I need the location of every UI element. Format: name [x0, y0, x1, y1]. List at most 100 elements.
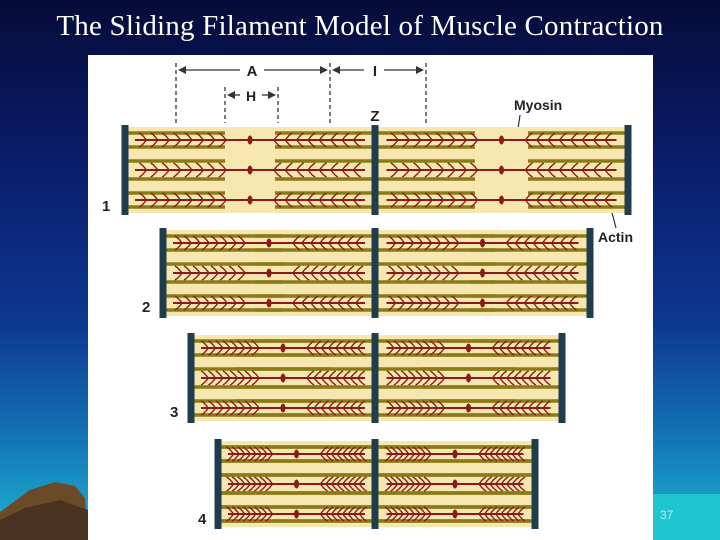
myosin-head — [581, 162, 590, 178]
myosin-head — [173, 132, 182, 148]
myosin-head — [335, 400, 344, 416]
myosin-head — [408, 340, 417, 356]
myosin-head — [397, 265, 406, 281]
myosin-head — [222, 400, 231, 416]
myosin-head — [353, 476, 362, 492]
m-line-mark — [280, 343, 286, 353]
myosin-head — [505, 295, 514, 311]
m-line-mark — [480, 238, 485, 248]
myosin-head — [251, 400, 260, 416]
myosin-head — [242, 506, 251, 522]
m-line-mark — [294, 509, 299, 519]
myosin-head — [139, 162, 147, 178]
h-zone-label: H — [246, 88, 256, 104]
myosin-head — [237, 265, 246, 281]
myosin-head — [500, 506, 509, 522]
myosin-head — [150, 192, 159, 208]
myosin-head — [483, 446, 492, 462]
myosin-head — [408, 370, 417, 386]
myosin-head — [319, 506, 328, 522]
myosin-head — [415, 340, 424, 356]
myosin-head — [337, 295, 346, 311]
myosin-head — [535, 370, 544, 386]
myosin-head — [346, 235, 355, 251]
myosin-head — [320, 340, 329, 356]
myosin-head — [447, 162, 456, 178]
myosin-head — [173, 162, 182, 178]
myosin-head — [413, 162, 422, 178]
myosin-head — [451, 265, 460, 281]
myosin-head — [395, 506, 404, 522]
myosin-head — [242, 446, 251, 462]
myosin-head — [524, 132, 533, 148]
myosin-head — [470, 162, 479, 178]
myosin-head — [523, 235, 532, 251]
myosin-head — [215, 340, 224, 356]
myosin-head — [307, 162, 316, 178]
myosin-head — [390, 132, 399, 148]
myosin-head — [195, 162, 204, 178]
myosin-head — [150, 132, 159, 148]
myosin-head — [226, 476, 235, 492]
myosin-head — [406, 476, 415, 492]
myosin-head — [388, 265, 397, 281]
myosin-head — [248, 476, 257, 492]
myosin-head — [442, 295, 451, 311]
myosin-head — [506, 340, 515, 356]
myosin-head — [301, 295, 310, 311]
myosin-head — [210, 235, 219, 251]
m-line-mark — [499, 135, 504, 145]
myosin-head — [536, 162, 545, 178]
myosin-head — [331, 446, 339, 462]
myosin-head — [353, 192, 361, 208]
myosin-head — [436, 162, 444, 178]
myosin-head — [173, 192, 182, 208]
actin-label: Actin — [598, 229, 633, 245]
myosin-head — [357, 370, 366, 386]
myosin-head — [388, 235, 397, 251]
myosin-head — [424, 162, 433, 178]
myosin-head — [412, 506, 421, 522]
myosin-head — [406, 265, 415, 281]
myosin-head — [495, 446, 504, 462]
myosin-head — [200, 340, 209, 356]
myosin-head — [237, 506, 246, 522]
myosin-head — [517, 506, 526, 522]
myosin-head — [310, 265, 319, 281]
myosin-head — [259, 506, 268, 522]
myosin-head — [447, 132, 456, 148]
myosin-head — [393, 400, 402, 416]
myosin-head — [437, 400, 446, 416]
m-line-mark — [247, 135, 253, 145]
myosin-head — [320, 400, 329, 416]
myosin-head — [313, 370, 322, 386]
myosin-head — [313, 400, 322, 416]
myosin-head — [184, 132, 193, 148]
myosin-head — [514, 295, 523, 311]
myosin-head — [541, 295, 550, 311]
myosin-head — [524, 162, 533, 178]
myosin-head — [313, 340, 322, 356]
myosin-head — [231, 506, 240, 522]
myosin-head — [384, 506, 393, 522]
m-line-mark — [280, 373, 286, 383]
myosin-head — [559, 192, 567, 208]
myosin-head — [489, 446, 498, 462]
myosin-head — [483, 476, 492, 492]
myosin-head — [273, 192, 282, 208]
myosin-head — [393, 340, 402, 356]
myosin-head — [568, 295, 577, 311]
myosin-head — [415, 235, 424, 251]
myosin-head — [306, 370, 315, 386]
myosin-head — [284, 162, 293, 178]
myosin-head — [284, 132, 293, 148]
myosin-head — [532, 265, 541, 281]
myosin-head — [318, 132, 327, 148]
myosin-head — [393, 370, 402, 386]
myosin-head — [328, 295, 337, 311]
myosin-head — [424, 295, 433, 311]
myosin-head — [244, 340, 253, 356]
z-line — [558, 333, 566, 423]
myosin-head — [319, 446, 328, 462]
z-line — [371, 228, 379, 318]
